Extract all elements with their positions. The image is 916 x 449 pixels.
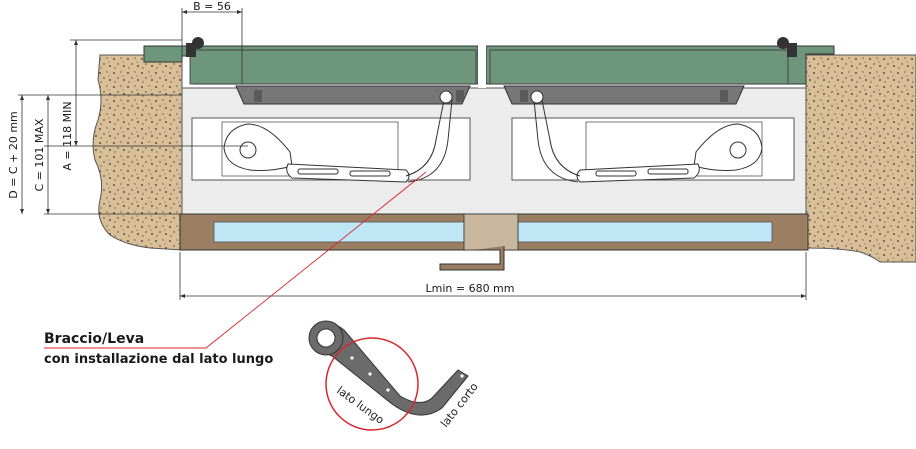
cover-left-top [189, 49, 477, 85]
glass-left [213, 221, 465, 243]
callout-leader [44, 171, 427, 349]
gearbox-right [503, 85, 745, 105]
dimension-arrows [20, 10, 806, 298]
dimension-d-label: D = C + 20 mm [7, 111, 20, 199]
hinge-left-plate [186, 43, 196, 57]
lever-right [530, 90, 763, 183]
dimension-lines [18, 8, 807, 300]
leaf-gap [478, 44, 486, 88]
gearbox-right-bolt [520, 90, 528, 102]
dimension-c-label: C = 101 MAX [33, 118, 46, 191]
cover-right-top [489, 49, 789, 85]
caption-subtitle: con installazione dal lato lungo [44, 352, 274, 367]
gearbox-left-bolt [456, 90, 464, 102]
hinge-right-plate [787, 43, 797, 57]
lever-detail [308, 320, 469, 416]
frame-center-joint [463, 213, 519, 251]
hinge-right [777, 37, 789, 49]
dimension-lmin-label: Lmin = 680 mm [425, 282, 514, 295]
gearbox-left [235, 85, 471, 105]
soil-left [92, 54, 183, 251]
gearbox-left-bolt [254, 90, 262, 102]
soil-right [805, 54, 916, 263]
gearbox-right-bolt [720, 90, 728, 102]
drain-spout [439, 246, 505, 271]
glass-right [517, 221, 773, 243]
lever-left [223, 90, 453, 183]
caption-title: Braccio/Leva [44, 331, 145, 347]
dimension-a-label: A = 118 MIN [61, 101, 74, 170]
dimension-b-label: B = 56 [193, 0, 231, 13]
detail-highlight-circle [325, 337, 419, 431]
